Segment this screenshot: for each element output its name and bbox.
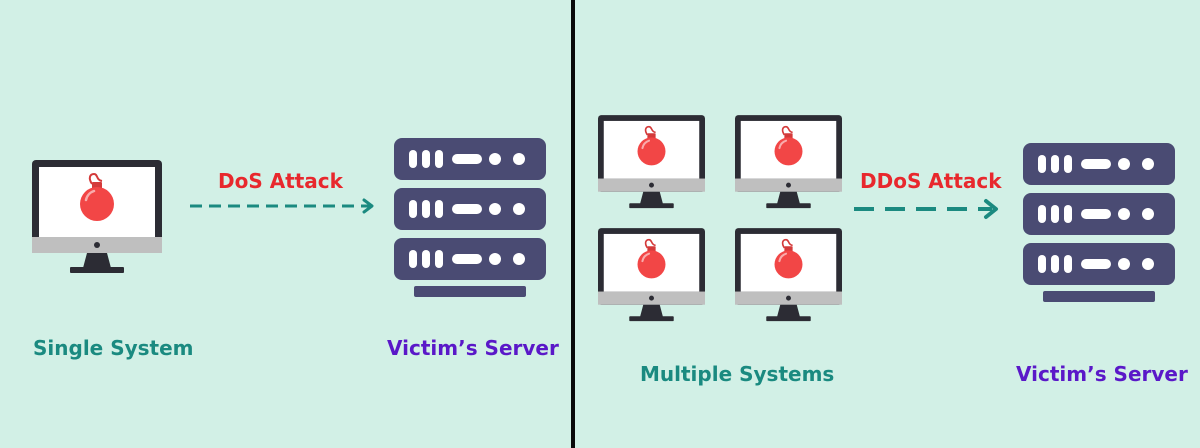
server-rack-icon <box>394 138 546 298</box>
panel-divider <box>571 0 575 448</box>
dashed-arrow-icon <box>852 199 1004 219</box>
monitor-bomb-icon <box>735 115 842 210</box>
monitor-bomb-icon <box>598 115 705 210</box>
single-system-label: Single System <box>33 336 194 360</box>
monitor-bomb-icon <box>598 228 705 323</box>
victim-server-label: Victim’s Server <box>387 336 559 360</box>
server-rack-icon <box>1023 143 1175 303</box>
dashed-arrow-icon <box>188 198 380 214</box>
monitor-bomb-icon <box>735 228 842 323</box>
monitor-bomb-icon <box>32 160 162 275</box>
ddos-attack-label: DDoS Attack <box>860 169 1002 193</box>
multiple-systems-label: Multiple Systems <box>640 362 835 386</box>
dos-attack-label: DoS Attack <box>218 169 343 193</box>
victim-server-label: Victim’s Server <box>1016 362 1188 386</box>
